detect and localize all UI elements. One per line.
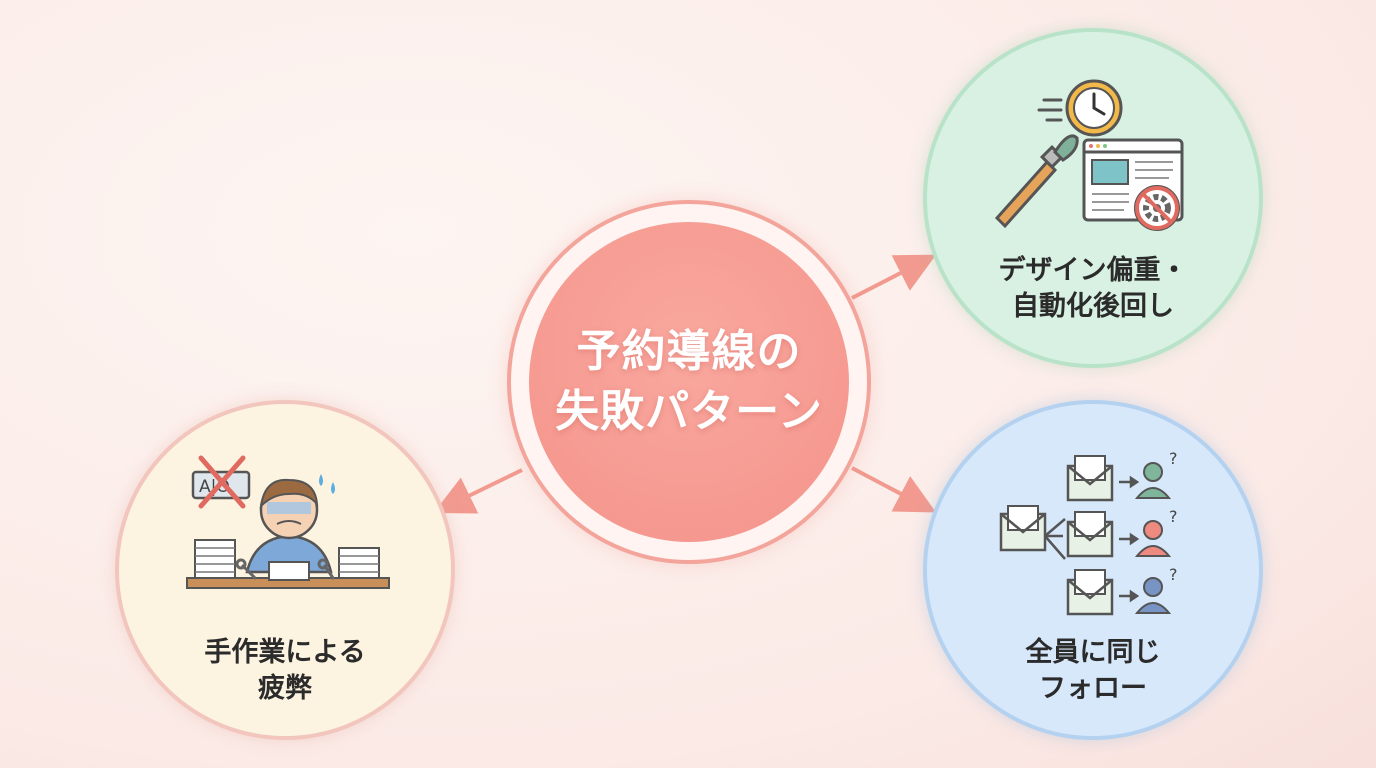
followup-title-line2: フォロー [1039, 673, 1147, 704]
center-title-line1: 予約導線の [576, 326, 802, 377]
person-icon [1134, 577, 1172, 614]
envelope-icon [999, 505, 1047, 552]
design-title-line1: デザイン偏重・ [998, 255, 1188, 286]
person-icon [1134, 520, 1172, 557]
svg-text:?: ? [1169, 565, 1178, 584]
node-design: デザイン偏重・ 自動化後回し [923, 28, 1263, 368]
manual-title-line2: 疲弊 [258, 673, 312, 704]
arrow-icon [1119, 475, 1140, 603]
followup-illustration: ? ? ? [999, 449, 1178, 616]
paintbrush-icon [994, 134, 1079, 229]
design-title-line2: 自動化後回し [1012, 291, 1174, 322]
person-icon [1134, 462, 1172, 499]
envelope-icon [1066, 511, 1114, 558]
arrow-to-design [851, 254, 937, 300]
manual-illustration: A|O [186, 455, 390, 589]
question-mark-icon: ? ? ? [1169, 449, 1178, 584]
no-gear-icon [1134, 185, 1180, 231]
arrow-to-followup [851, 466, 937, 513]
wrench-icon [235, 558, 335, 580]
manual-title-line1: 手作業による [204, 637, 366, 668]
center-title-line2: 失敗パターン [555, 386, 823, 437]
svg-text:?: ? [1169, 507, 1178, 526]
node-followup: ? ? ? 全員に同じ フォロー [923, 400, 1263, 740]
svg-text:?: ? [1169, 449, 1178, 468]
center-node-fill: 予約導線の 失敗パターン [529, 222, 849, 542]
paper-stack-icon [338, 547, 380, 579]
center-node: 予約導線の 失敗パターン [507, 200, 871, 564]
design-illustration [994, 79, 1184, 231]
envelope-icon [1066, 455, 1114, 502]
clock-icon [1065, 79, 1123, 137]
envelope-icon [1066, 569, 1114, 616]
node-manual: A|O [115, 400, 455, 740]
crossed-out-ab-icon: A|O [191, 455, 251, 509]
arrow-to-manual [433, 468, 523, 514]
paper-stack-icon [194, 539, 236, 579]
followup-title-line1: 全員に同じ [1025, 637, 1161, 668]
stressed-person-icon [245, 478, 333, 574]
